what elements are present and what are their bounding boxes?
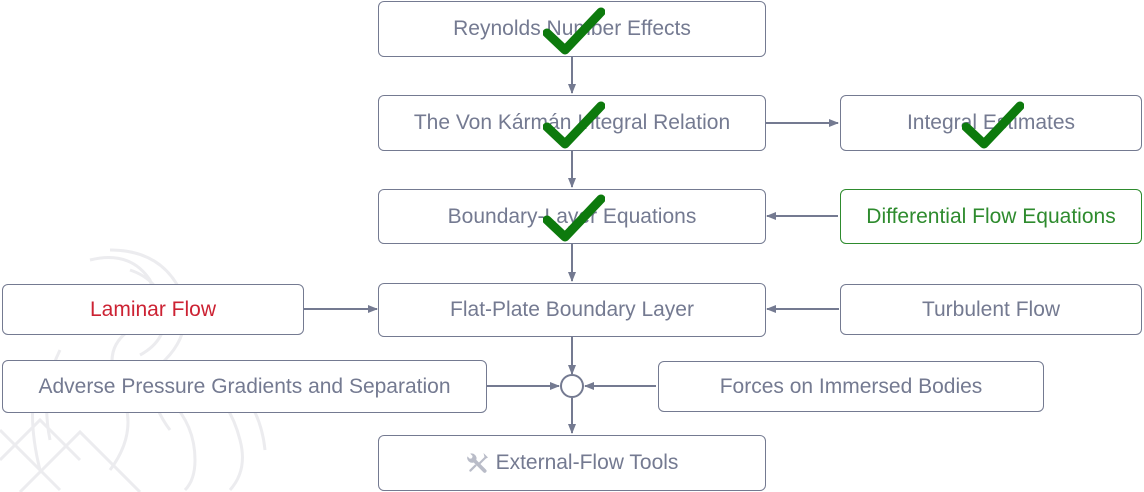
node-label: Differential Flow Equations xyxy=(866,204,1116,228)
node-label: The Von Kármán Integral Relation xyxy=(413,111,731,134)
node-label: External-Flow Tools xyxy=(495,451,679,474)
node-flat-plate-boundary-layer[interactable]: Flat-Plate Boundary Layer xyxy=(378,283,766,337)
node-von-karman-integral-relation[interactable]: The Von Kármán Integral Relation xyxy=(378,95,766,151)
node-forces-on-immersed-bodies[interactable]: Forces on Immersed Bodies xyxy=(658,361,1044,412)
node-external-flow-tools[interactable]: External-Flow Tools xyxy=(378,435,766,491)
node-label: Reynolds Number Effects xyxy=(453,17,691,40)
node-adverse-pressure-gradients[interactable]: Adverse Pressure Gradients and Separatio… xyxy=(2,360,487,413)
tools-icon xyxy=(466,453,488,473)
node-label: Integral Estimates xyxy=(906,111,1076,134)
node-label: Adverse Pressure Gradients and Separatio… xyxy=(38,374,451,398)
node-reynolds-number-effects[interactable]: Reynolds Number Effects xyxy=(378,1,766,57)
node-integral-estimates[interactable]: Integral Estimates xyxy=(840,95,1142,151)
node-label: Boundary-Layer Equations xyxy=(447,204,697,228)
node-label: Laminar Flow xyxy=(89,297,217,321)
node-differential-flow-equations[interactable]: Differential Flow Equations xyxy=(840,189,1142,244)
node-boundary-layer-equations[interactable]: Boundary-Layer Equations xyxy=(378,189,766,244)
node-label: Flat-Plate Boundary Layer xyxy=(450,298,694,321)
junction-circle xyxy=(560,374,584,398)
node-turbulent-flow[interactable]: Turbulent Flow xyxy=(840,284,1142,335)
node-label: Forces on Immersed Bodies xyxy=(719,374,983,398)
node-label: Turbulent Flow xyxy=(921,297,1061,321)
node-laminar-flow[interactable]: Laminar Flow xyxy=(2,284,304,335)
